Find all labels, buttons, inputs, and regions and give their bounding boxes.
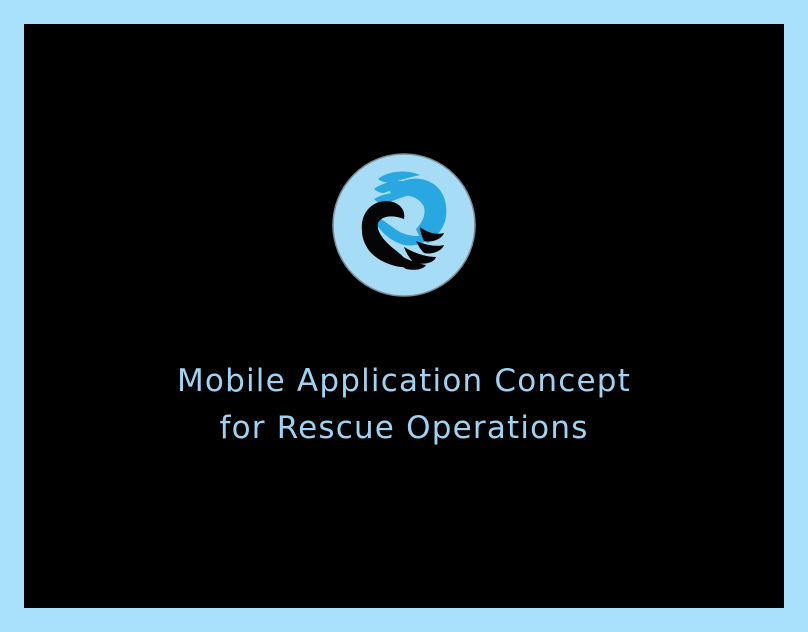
title-line-2: for Rescue Operations <box>219 410 589 446</box>
app-logo <box>332 153 476 297</box>
hands-rescue-icon <box>332 153 476 297</box>
title-line-1: Mobile Application Concept <box>176 363 631 399</box>
splash-screen: Mobile Application Concept for Rescue Op… <box>24 24 784 608</box>
app-title: Mobile Application Concept for Rescue Op… <box>24 358 784 452</box>
